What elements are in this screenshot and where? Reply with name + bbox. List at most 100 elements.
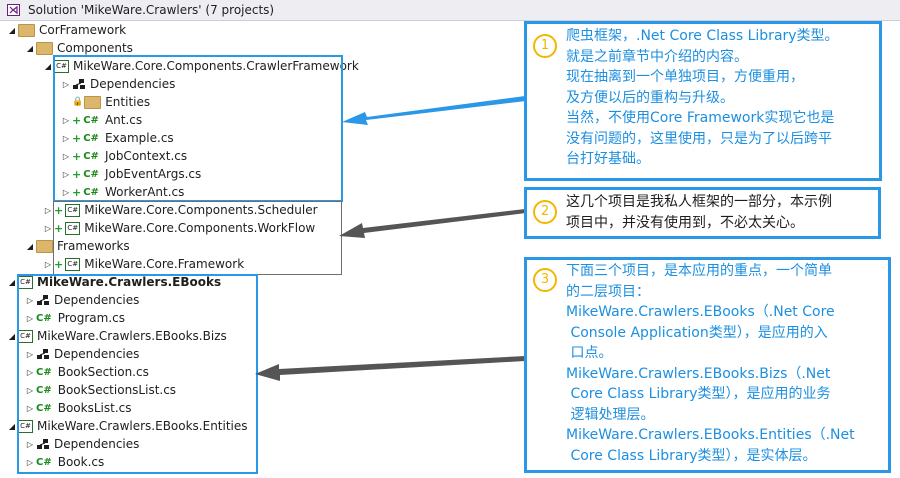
collapsed-arrow-icon[interactable]: ▷ bbox=[26, 439, 34, 449]
csharp-file-icon: C# bbox=[83, 150, 99, 162]
tree-item-label: MikeWare.Core.Components.CrawlerFramewor… bbox=[73, 59, 359, 73]
tree-item[interactable]: ▷C#Program.cs bbox=[24, 309, 125, 327]
note-line: Core Class Library类型），是实体层。 bbox=[566, 447, 817, 464]
tree-item-label: Components bbox=[57, 41, 133, 55]
note-line: 就是之前章节中介绍的内容。 bbox=[566, 48, 748, 65]
note-line: 爬虫框架，.Net Core Class Library类型。 bbox=[566, 28, 839, 44]
added-plus-icon: + bbox=[54, 221, 64, 235]
csharp-file-icon: C# bbox=[83, 132, 99, 144]
collapsed-arrow-icon[interactable]: ▷ bbox=[26, 295, 34, 305]
dependencies-icon bbox=[37, 349, 49, 359]
tree-item-label: JobContext.cs bbox=[104, 149, 188, 163]
note-2-text: 这几个项目是我私人框架的一部分，本示例项目中，并没有使用到，不必太关心。 bbox=[566, 192, 832, 233]
collapsed-arrow-icon[interactable]: ▷ bbox=[62, 151, 70, 161]
collapsed-arrow-icon[interactable]: ▷ bbox=[26, 457, 34, 467]
collapsed-arrow-icon[interactable]: ▷ bbox=[44, 205, 52, 215]
collapsed-arrow-icon[interactable]: ▷ bbox=[26, 403, 34, 413]
note-line: 逻辑处理层。 bbox=[566, 406, 655, 423]
collapsed-arrow-icon[interactable]: ▷ bbox=[44, 223, 52, 233]
lock-icon: 🔒 bbox=[72, 97, 84, 107]
note-line: 及方便以后的重构与升级。 bbox=[566, 89, 734, 106]
tree-item-label: Book.cs bbox=[57, 455, 105, 469]
tree-item-label: MikeWare.Crawlers.EBooks.Bizs bbox=[37, 329, 227, 343]
tree-item[interactable]: ▷C#Book.cs bbox=[24, 453, 104, 471]
tree-item-label: WorkerAnt.cs bbox=[104, 185, 185, 199]
expanded-arrow-icon[interactable]: ◢ bbox=[44, 61, 52, 71]
tree-item-label: Dependencies bbox=[54, 437, 140, 451]
dependencies-icon bbox=[73, 79, 85, 89]
tree-item[interactable]: ◢C#MikeWare.Core.Components.CrawlerFrame… bbox=[42, 57, 359, 75]
tree-item[interactable]: ▷+C#Ant.cs bbox=[60, 111, 142, 129]
note-1-number: 1 bbox=[533, 34, 557, 58]
tree-item[interactable]: ▷+C#MikeWare.Core.Components.Scheduler bbox=[42, 201, 318, 219]
tree-item-label: Dependencies bbox=[54, 347, 140, 361]
tree-item[interactable]: ▷+C#JobContext.cs bbox=[60, 147, 187, 165]
tree-item[interactable]: ◢ CorFramework bbox=[6, 21, 126, 39]
collapsed-arrow-icon[interactable]: ▷ bbox=[26, 313, 34, 323]
tree-item[interactable]: ▷+C#Example.cs bbox=[60, 129, 174, 147]
note-2-number: 2 bbox=[533, 200, 557, 224]
csharp-file-icon: C# bbox=[36, 312, 52, 324]
csharp-file-icon: C# bbox=[36, 384, 52, 396]
note-line: 台打好基础。 bbox=[566, 151, 650, 167]
tree-item-label: Dependencies bbox=[90, 77, 176, 91]
csharp-file-icon: C# bbox=[83, 114, 99, 126]
tree-item[interactable]: ▷ Dependencies bbox=[24, 345, 139, 363]
tree-item[interactable]: ▷+C#MikeWare.Core.Components.WorkFlow bbox=[42, 219, 315, 237]
note-1-text: 爬虫框架，.Net Core Class Library类型。就是之前章节中介绍… bbox=[566, 26, 839, 170]
collapsed-arrow-icon[interactable]: ▷ bbox=[62, 169, 70, 179]
tree-item-label: JobEventArgs.cs bbox=[104, 167, 202, 181]
added-plus-icon: + bbox=[54, 257, 64, 271]
folder-icon bbox=[36, 41, 53, 55]
folder-icon bbox=[18, 23, 35, 37]
collapsed-arrow-icon[interactable]: ▷ bbox=[26, 349, 34, 359]
expanded-arrow-icon[interactable]: ◢ bbox=[26, 241, 34, 251]
collapsed-arrow-icon[interactable]: ▷ bbox=[62, 187, 70, 197]
tree-item[interactable]: ▷C#BookSection.cs bbox=[24, 363, 149, 381]
tree-item-label: MikeWare.Core.Components.WorkFlow bbox=[84, 221, 316, 235]
arrow-note-2 bbox=[339, 209, 526, 238]
added-plus-icon: + bbox=[72, 185, 82, 199]
csharp-file-icon: C# bbox=[36, 402, 52, 414]
tree-item-label: Dependencies bbox=[54, 293, 140, 307]
collapsed-arrow-icon[interactable]: ▷ bbox=[62, 133, 70, 143]
tree-item[interactable]: ▷+C#JobEventArgs.cs bbox=[60, 165, 201, 183]
tree-item[interactable]: 🔒Entities bbox=[60, 93, 150, 111]
expanded-arrow-icon[interactable]: ◢ bbox=[8, 421, 16, 431]
tree-item[interactable]: ▷C#BooksList.cs bbox=[24, 399, 132, 417]
expanded-arrow-icon[interactable]: ◢ bbox=[26, 43, 34, 53]
note-2: 2 这几个项目是我私人框架的一部分，本示例项目中，并没有使用到，不必太关心。 bbox=[524, 187, 881, 239]
tree-item[interactable]: ◢ Frameworks bbox=[24, 237, 130, 255]
tree-item[interactable]: ▷C#BookSectionsList.cs bbox=[24, 381, 176, 399]
tree-item-label: MikeWare.Crawlers.EBooks.Entities bbox=[37, 419, 248, 433]
solution-header[interactable]: Solution 'MikeWare.Crawlers' (7 projects… bbox=[0, 0, 900, 21]
tree-item[interactable]: ◢ Components bbox=[24, 39, 133, 57]
note-line: 口点。 bbox=[566, 345, 613, 361]
solution-title: Solution 'MikeWare.Crawlers' (7 projects… bbox=[28, 3, 275, 17]
tree-item[interactable]: ▷+C#MikeWare.Core.Framework bbox=[42, 255, 244, 273]
note-line: MikeWare.Crawlers.EBooks.Entities（.Net bbox=[566, 427, 855, 443]
expanded-arrow-icon[interactable]: ◢ bbox=[8, 277, 16, 287]
collapsed-arrow-icon[interactable]: ▷ bbox=[62, 115, 70, 125]
tree-item[interactable]: ◢C#MikeWare.Crawlers.EBooks.Bizs bbox=[6, 327, 227, 345]
collapsed-arrow-icon[interactable]: ▷ bbox=[26, 367, 34, 377]
csharp-file-icon: C# bbox=[83, 168, 99, 180]
tree-item[interactable]: ▷+C#WorkerAnt.cs bbox=[60, 183, 184, 201]
tree-item[interactable]: ▷ Dependencies bbox=[24, 291, 139, 309]
tree-item-label: Frameworks bbox=[57, 239, 130, 253]
tree-item[interactable]: ◢C#MikeWare.Crawlers.EBooks.Entities bbox=[6, 417, 248, 435]
note-line: 没有问题的，这里使用，只是为了以后跨平 bbox=[566, 130, 832, 147]
note-3-text: 下面三个项目，是本应用的重点，一个简单的二层项目：MikeWare.Crawle… bbox=[566, 261, 855, 466]
tree-item[interactable]: ▷ Dependencies bbox=[24, 435, 139, 453]
csharp-project-icon: C# bbox=[65, 203, 81, 217]
collapsed-arrow-icon[interactable]: ▷ bbox=[62, 79, 70, 89]
expanded-arrow-icon[interactable]: ◢ bbox=[8, 25, 16, 35]
tree-item-label: BookSection.cs bbox=[57, 365, 149, 379]
expanded-arrow-icon[interactable]: ◢ bbox=[8, 331, 16, 341]
note-line: Core Class Library类型），是应用的业务 bbox=[566, 386, 831, 402]
collapsed-arrow-icon[interactable]: ▷ bbox=[44, 259, 52, 269]
note-line: 现在抽离到一个单独项目，方便重用， bbox=[566, 69, 804, 85]
tree-item-label: CorFramework bbox=[39, 23, 127, 37]
collapsed-arrow-icon[interactable]: ▷ bbox=[26, 385, 34, 395]
tree-item[interactable]: ▷ Dependencies bbox=[60, 75, 175, 93]
